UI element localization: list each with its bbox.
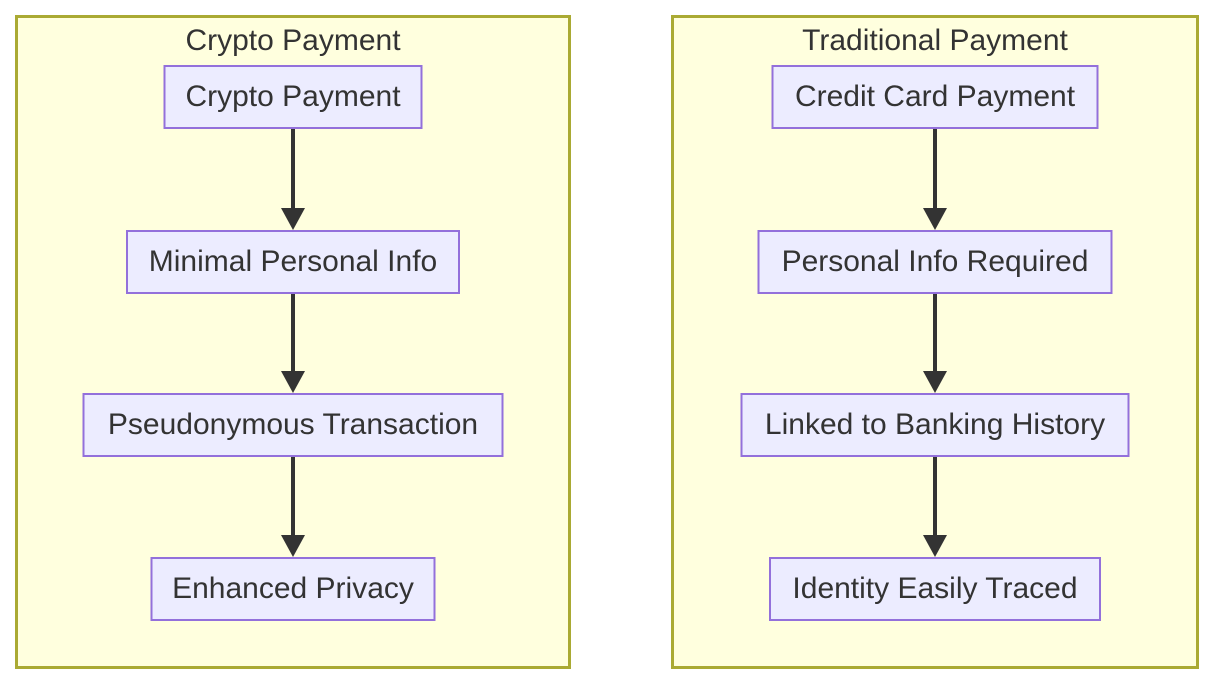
node-minimal-personal-info: Minimal Personal Info [126, 230, 460, 294]
arrow-traditional-3 [922, 457, 948, 557]
arrow-crypto-3 [280, 457, 306, 557]
arrow-head-icon [281, 535, 305, 557]
arrow-head-icon [923, 371, 947, 393]
subgraph-crypto-payment: Crypto Payment Crypto Payment Minimal Pe… [15, 15, 571, 669]
arrow-head-icon [923, 208, 947, 230]
arrow-head-icon [923, 535, 947, 557]
subgraph-traditional-title: Traditional Payment [802, 24, 1068, 57]
arrow-crypto-1 [280, 129, 306, 230]
arrow-traditional-1 [922, 129, 948, 230]
node-linked-to-banking-history: Linked to Banking History [740, 393, 1130, 457]
arrow-line [291, 129, 295, 214]
subgraph-traditional-payment: Traditional Payment Credit Card Payment … [671, 15, 1199, 669]
arrow-crypto-2 [280, 294, 306, 393]
arrow-line [291, 457, 295, 541]
node-identity-easily-traced: Identity Easily Traced [769, 557, 1101, 621]
node-enhanced-privacy: Enhanced Privacy [150, 557, 436, 621]
arrow-head-icon [281, 371, 305, 393]
node-pseudonymous-transaction: Pseudonymous Transaction [82, 393, 504, 457]
arrow-line [933, 457, 937, 541]
node-crypto-payment: Crypto Payment [163, 65, 423, 129]
arrow-head-icon [281, 208, 305, 230]
arrow-line [933, 129, 937, 214]
arrow-line [291, 294, 295, 377]
node-personal-info-required: Personal Info Required [757, 230, 1113, 294]
subgraph-crypto-title: Crypto Payment [185, 24, 401, 57]
arrow-traditional-2 [922, 294, 948, 393]
node-credit-card-payment: Credit Card Payment [771, 65, 1099, 129]
arrow-line [933, 294, 937, 377]
